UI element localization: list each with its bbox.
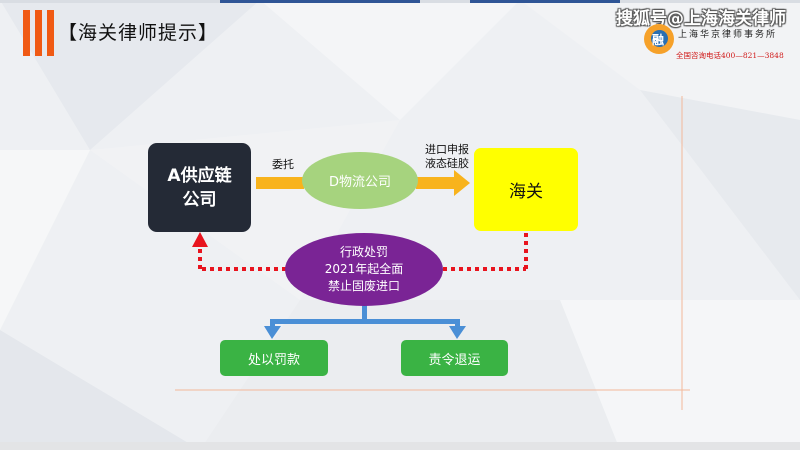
page-title: 【海关律师提示】	[58, 22, 219, 44]
node-logistics-company: D物流公司	[302, 152, 418, 209]
dotted-arrow-head	[192, 232, 208, 247]
arrow-entrust	[256, 177, 304, 189]
edge-label-declare: 进口申报 液态硅胶	[425, 143, 469, 170]
branch-right-drop	[455, 319, 460, 328]
branch-left-head	[264, 326, 281, 339]
branch-left-drop	[270, 319, 275, 328]
arrow-declare-shaft	[416, 177, 456, 189]
edge-label-entrust: 委托	[272, 158, 294, 171]
top-stripes	[0, 0, 800, 3]
firm-name: 上海华京律师事务所	[678, 30, 778, 40]
branch-bar	[270, 319, 460, 324]
arrow-declare-head	[454, 170, 470, 196]
node-supply-chain-company: A供应链 公司	[148, 143, 251, 232]
node-administrative-penalty: 行政处罚 2021年起全面 禁止固废进口	[285, 233, 443, 306]
branch-stem	[362, 305, 367, 321]
hotline: 全国咨询电话400—821—3848	[676, 51, 784, 60]
logo-char: 融	[652, 33, 665, 47]
node-customs: 海关	[474, 148, 578, 231]
header-bars-icon	[0, 0, 60, 60]
branch-right-head	[449, 326, 466, 339]
node-fine: 处以罚款	[220, 340, 328, 376]
firm-logo-icon: 融	[644, 24, 674, 54]
node-return-order: 责令退运	[401, 340, 508, 376]
